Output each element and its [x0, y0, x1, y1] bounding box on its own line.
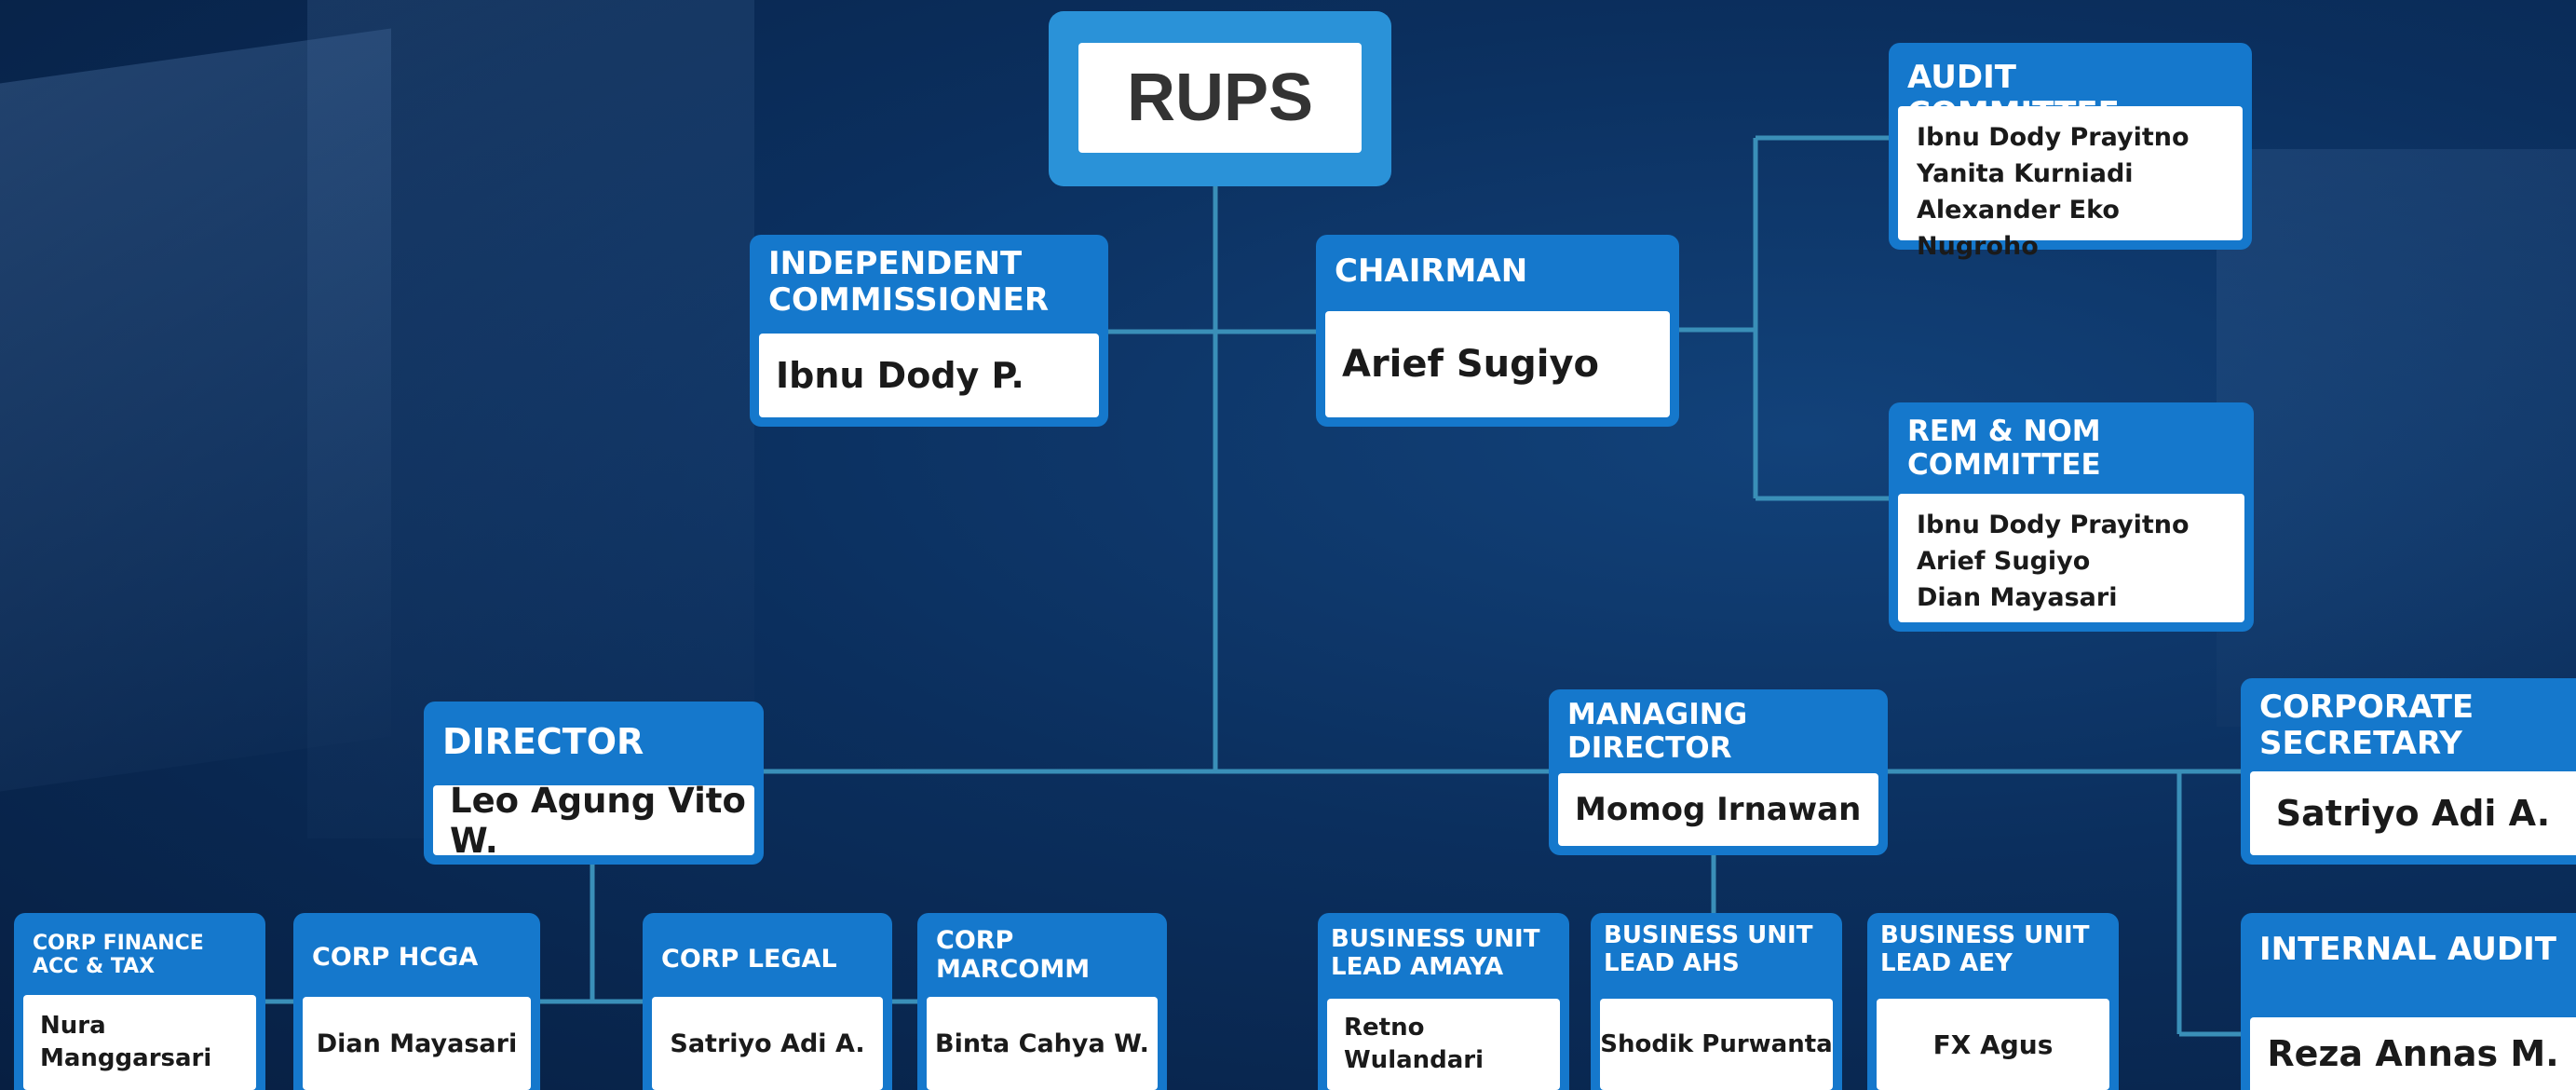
internal-audit-title: INTERNAL AUDIT	[2259, 931, 2556, 968]
audit-committee-members: Ibnu Dody Prayitno Yanita Kurniadi Alexa…	[1898, 106, 2243, 261]
corp-finance-box: CORP FINANCE ACC & TAX Nura Manggarsari	[14, 913, 265, 1090]
corp-finance-title: CORP FINANCE ACC & TAX	[33, 932, 204, 979]
rem-nom-committee-member: Dian Mayasari	[1917, 583, 2118, 613]
corp-hcga-title: CORP HCGA	[312, 943, 479, 972]
corporate-secretary-title: CORPORATE SECRETARY	[2259, 688, 2474, 763]
internal-audit-box: INTERNAL AUDIT Reza Annas M.	[2241, 913, 2576, 1090]
rem-nom-committee-member: Ibnu Dody Prayitno	[1917, 511, 2190, 539]
internal-audit-name: Reza Annas M.	[2250, 1017, 2576, 1090]
bu-lead-ahs-box: BUSINESS UNIT LEAD AHS Shodik Purwanta	[1591, 913, 1842, 1090]
rups-box: RUPS	[1049, 11, 1391, 186]
bu-lead-amaya-title: BUSINESS UNIT LEAD AMAYA	[1331, 925, 1540, 981]
audit-committee-member: Yanita Kurniadi	[1917, 159, 2134, 189]
bu-lead-amaya-box: BUSINESS UNIT LEAD AMAYA Retno Wulandari	[1318, 913, 1569, 1090]
independent-commissioner-title: INDEPENDENT COMMISSIONER	[768, 245, 1050, 320]
corp-hcga-box: CORP HCGA Dian Mayasari	[293, 913, 540, 1090]
corporate-secretary-box: CORPORATE SECRETARY Satriyo Adi A.	[2241, 678, 2576, 865]
corporate-secretary-name: Satriyo Adi A.	[2250, 771, 2576, 855]
independent-commissioner-name: Ibnu Dody P.	[759, 334, 1099, 417]
rups-label: RUPS	[1078, 43, 1362, 153]
chairman-title: CHAIRMAN	[1335, 252, 1528, 290]
managing-director-title: MANAGING DIRECTOR	[1567, 698, 1748, 765]
corp-marcomm-box: CORP MARCOMM Binta Cahya W.	[917, 913, 1167, 1090]
background-building-center	[307, 0, 754, 838]
corp-legal-box: CORP LEGAL Satriyo Adi A.	[643, 913, 892, 1090]
rem-nom-committee-box: REM & NOM COMMITTEE Ibnu Dody Prayitno A…	[1889, 402, 2254, 632]
chairman-name: Arief Sugiyo	[1325, 311, 1670, 417]
director-title: DIRECTOR	[442, 721, 644, 762]
corp-hcga-name: Dian Mayasari	[303, 997, 531, 1090]
rem-nom-committee-members: Ibnu Dody Prayitno Arief Sugiyo Dian May…	[1898, 494, 2244, 622]
chairman-box: CHAIRMAN Arief Sugiyo	[1316, 235, 1679, 427]
managing-director-name: Momog Irnawan	[1558, 773, 1878, 846]
corp-marcomm-name: Binta Cahya W.	[927, 997, 1158, 1090]
director-name: Leo Agung Vito W.	[433, 781, 754, 861]
director-box: DIRECTOR Leo Agung Vito W.	[424, 702, 764, 865]
audit-committee-box: AUDIT COMMITTEE Ibnu Dody Prayitno Yanit…	[1889, 43, 2252, 261]
bu-lead-aey-name: FX Agus	[1877, 999, 2109, 1090]
bu-lead-ahs-title: BUSINESS UNIT LEAD AHS	[1604, 921, 1813, 977]
audit-committee-member: Alexander Eko Nugroho	[1917, 196, 2120, 262]
bu-lead-ahs-name: Shodik Purwanta	[1600, 999, 1833, 1090]
corp-finance-name: Nura Manggarsari	[23, 995, 256, 1090]
corp-legal-name: Satriyo Adi A.	[652, 997, 883, 1090]
managing-director-box: MANAGING DIRECTOR Momog Irnawan	[1549, 689, 1888, 855]
rem-nom-committee-member: Arief Sugiyo	[1917, 547, 2091, 577]
bu-lead-aey-title: BUSINESS UNIT LEAD AEY	[1880, 921, 2090, 977]
corp-legal-title: CORP LEGAL	[661, 945, 837, 974]
corp-marcomm-title: CORP MARCOMM	[936, 926, 1091, 985]
background-building-right	[2217, 149, 2576, 727]
audit-committee-member: Ibnu Dody Prayitno	[1917, 123, 2190, 152]
bu-lead-aey-box: BUSINESS UNIT LEAD AEY FX Agus	[1867, 913, 2119, 1090]
rem-nom-committee-title: REM & NOM COMMITTEE	[1907, 415, 2101, 482]
independent-commissioner-box: INDEPENDENT COMMISSIONER Ibnu Dody P.	[750, 235, 1108, 427]
bu-lead-amaya-name: Retno Wulandari	[1327, 999, 1560, 1090]
